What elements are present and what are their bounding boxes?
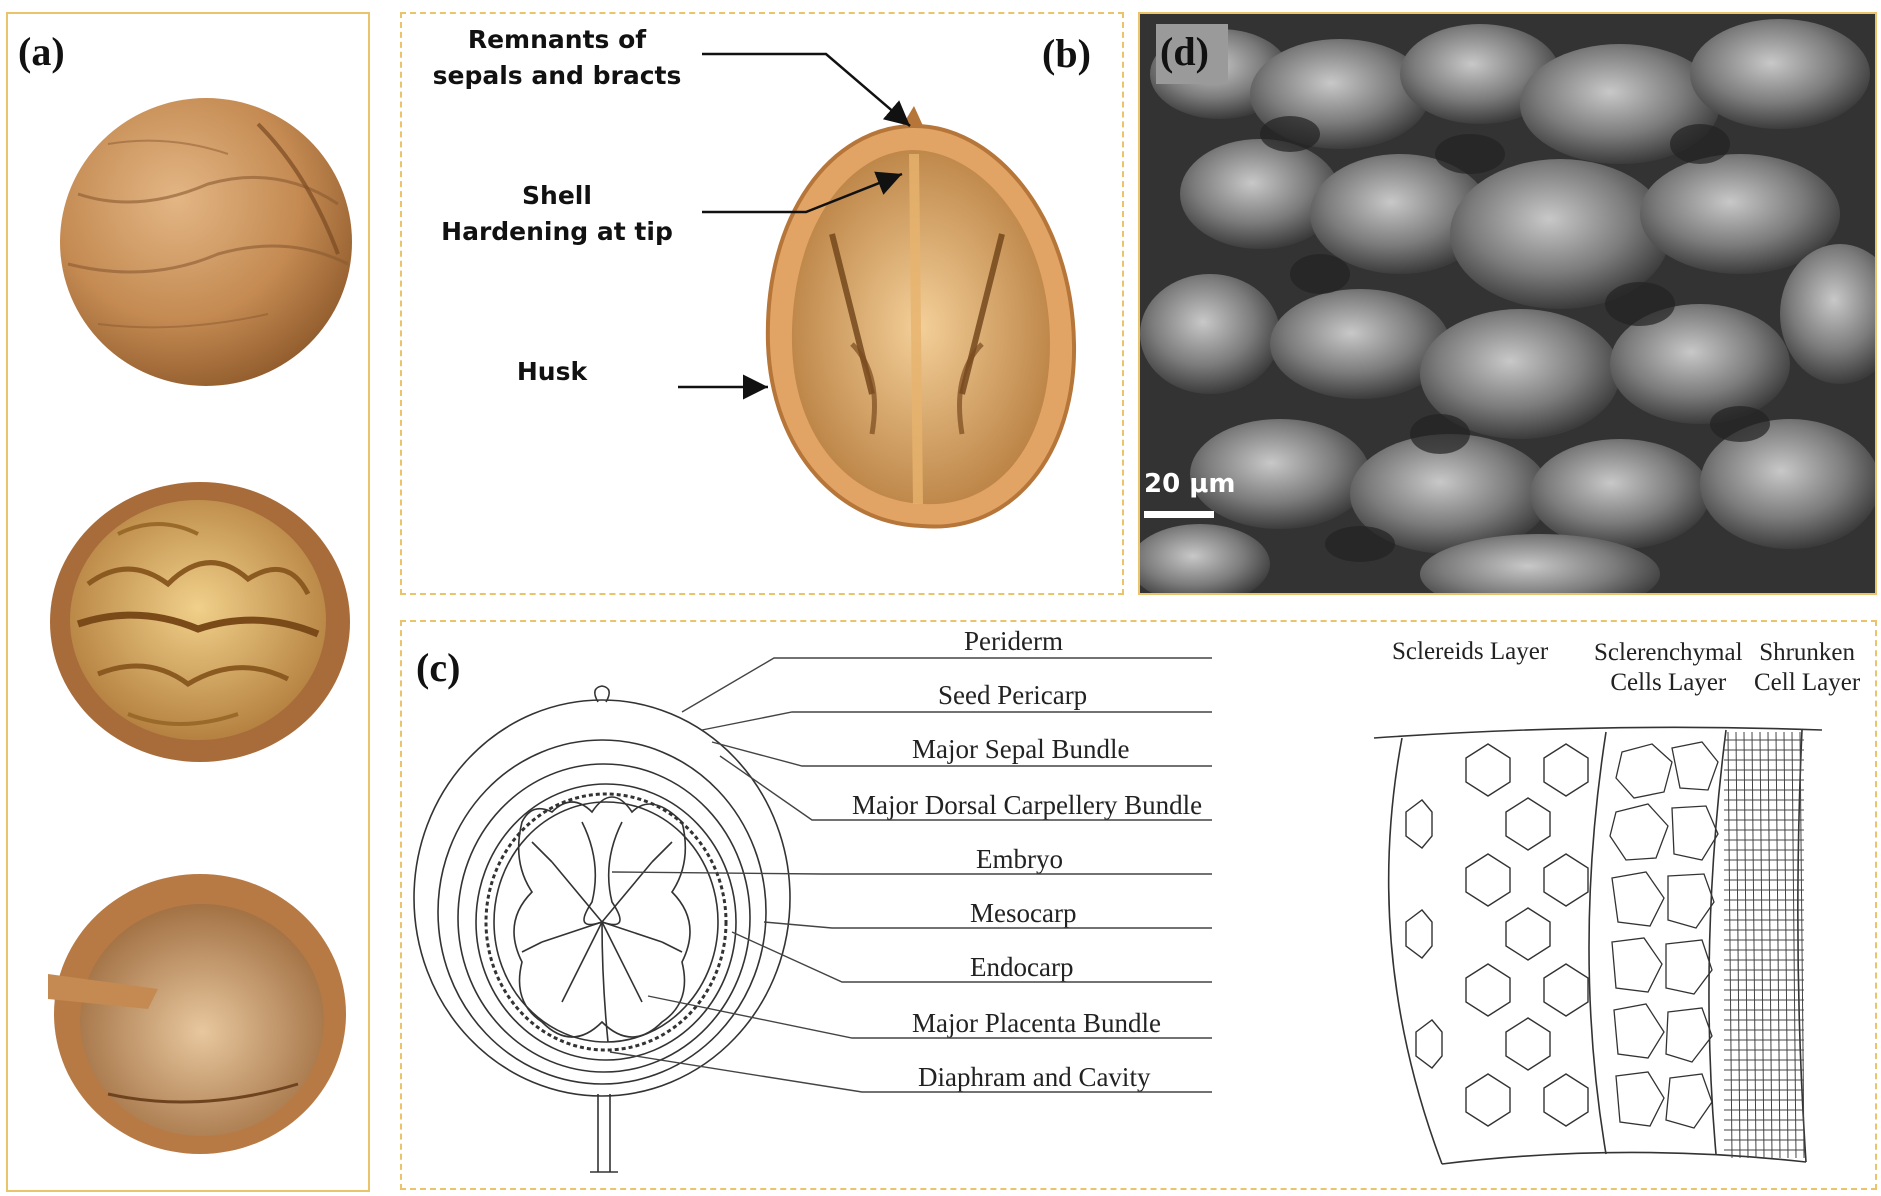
label-shrunken-layer: Shrunken Cell Layer xyxy=(1754,639,1861,696)
label-mesocarp: Mesocarp xyxy=(970,898,1077,928)
leader-lines xyxy=(609,657,1212,1093)
grid-vertical-line xyxy=(1759,731,1765,1159)
grid-vertical-line xyxy=(1783,731,1789,1159)
grid-vertical-line xyxy=(1735,731,1741,1159)
cross-section-drawing xyxy=(413,685,791,1173)
cell-layer-drawing xyxy=(1373,726,1823,1165)
shrunken-cell-grid xyxy=(1724,731,1805,1159)
label-seed-pericarp: Seed Pericarp xyxy=(938,680,1088,710)
grid-vertical-line xyxy=(1799,731,1805,1159)
panel-b: (b) Remnants of sepals and bracts Shell … xyxy=(400,12,1124,595)
annotation-arrows xyxy=(678,52,911,400)
shell-hardening-label: Shell Hardening at tip xyxy=(441,181,673,246)
panel-c-label: (c) xyxy=(416,645,461,690)
panel-d-label: (d) xyxy=(1160,29,1209,74)
grid-vertical-line xyxy=(1743,731,1749,1159)
scale-bar xyxy=(1144,511,1214,518)
label-embryo: Embryo xyxy=(976,844,1063,874)
label-major-sepal-bundle: Major Sepal Bundle xyxy=(912,734,1130,764)
grid-vertical-line xyxy=(1767,731,1773,1159)
panel-b-label: (b) xyxy=(1042,31,1091,76)
label-endocarp: Endocarp xyxy=(970,952,1074,982)
panel-a-label: (a) xyxy=(18,29,65,74)
remnants-label: Remnants of sepals and bracts xyxy=(432,25,682,90)
label-periderm: Periderm xyxy=(964,626,1063,656)
grid-vertical-line xyxy=(1727,731,1733,1159)
grid-vertical-line xyxy=(1775,731,1781,1159)
shell-section-figure xyxy=(678,52,1077,529)
walnut-schematic xyxy=(413,657,1823,1173)
walnut-photos xyxy=(48,98,352,1154)
sem-micrograph xyxy=(1140,14,1875,593)
label-major-placenta-bundle: Major Placenta Bundle xyxy=(912,1008,1161,1038)
panel-c: (c) Periderm Seed Pericarp Major Sepal B… xyxy=(400,620,1877,1190)
whole-walnut xyxy=(60,98,352,386)
husk-label: Husk xyxy=(516,357,588,386)
shell-half xyxy=(765,106,1077,529)
label-sclerenchymal-layer: Sclerenchymal Cells Layer xyxy=(1594,639,1743,696)
grid-vertical-line xyxy=(1791,731,1797,1159)
grid-vertical-line xyxy=(1751,731,1757,1159)
panel-a: (a) xyxy=(6,12,370,1192)
panel-d: (d) 20 μm xyxy=(1138,12,1877,595)
half-shell xyxy=(48,874,346,1154)
open-walnut-kernel xyxy=(50,482,350,762)
label-sclereids-layer: Sclereids Layer xyxy=(1392,638,1549,665)
label-diaphram-cavity: Diaphram and Cavity xyxy=(918,1062,1151,1092)
panel-d-label-bg xyxy=(1156,24,1228,84)
scale-bar-label: 20 μm xyxy=(1144,469,1236,499)
label-major-dorsal-carpellery-bundle: Major Dorsal Carpellery Bundle xyxy=(852,790,1203,820)
